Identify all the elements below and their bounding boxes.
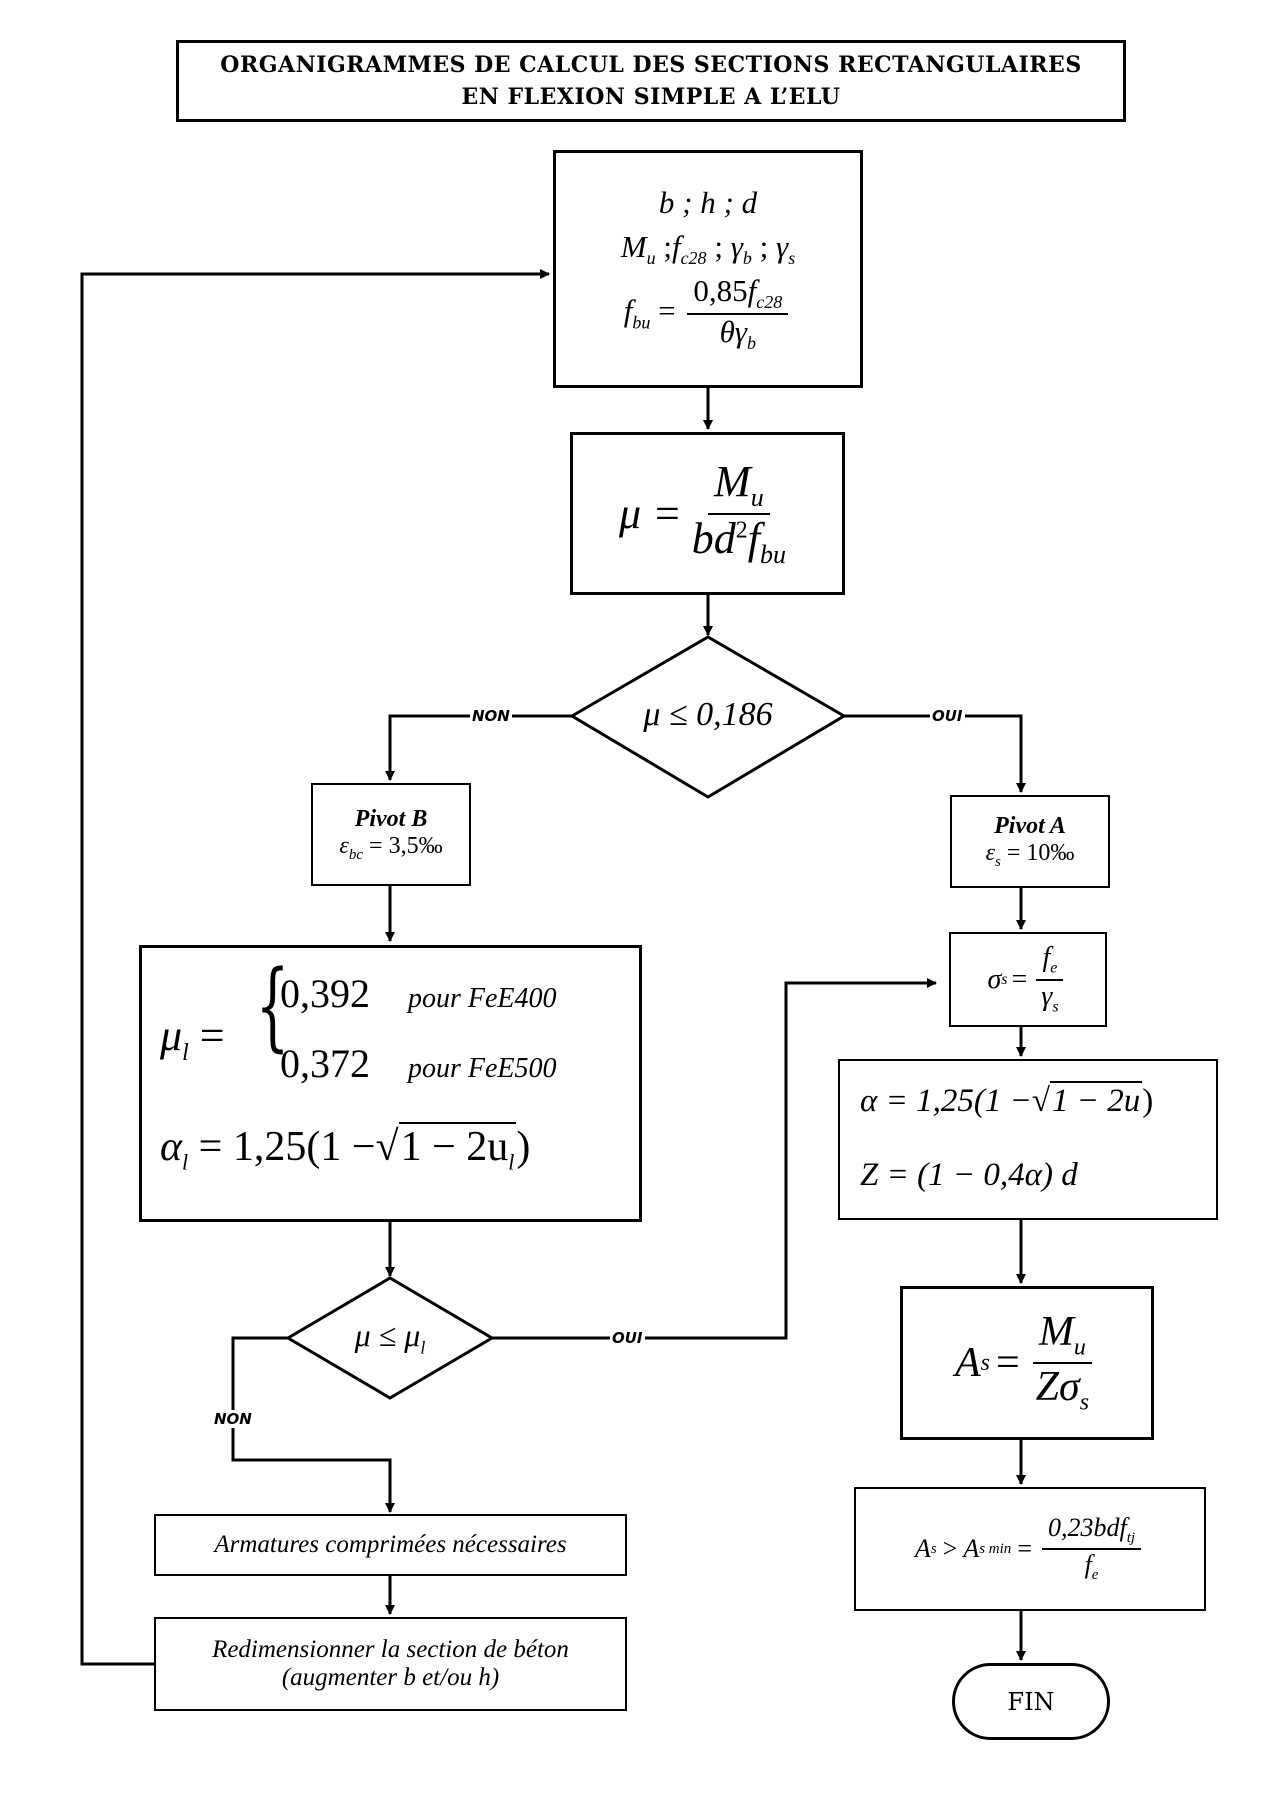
pivot-a-strain: εs = 10‰ [985,839,1075,870]
mu-limit-brace: { [255,950,290,1062]
alpha-limit-formula: αl = 1,25(1 −√1 − 2ul) [160,1122,531,1175]
arrow-decision1-no [385,714,572,781]
pivot-a-box: Pivot A εs = 10‰ [950,795,1110,888]
decision2-yes-label: OUI [610,1329,645,1347]
alpha-formula: α = 1,25(1 −√1 − 2u) [860,1081,1154,1119]
title-box: ORGANIGRAMMES DE CALCUL DES SECTIONS REC… [176,40,1126,122]
inputs-box: b ; h ; d Mu ;fc28 ; γb ; γs fbu = 0,85f… [553,150,863,388]
decision2-label: μ ≤ μl [354,1317,426,1358]
mu-limit-case2: 0,372 pour FeE500 [280,1041,557,1086]
pivot-b-title: Pivot B [354,805,428,832]
redim-line-1: Redimensionner la section de béton [212,1636,569,1663]
mu-limit-case1: 0,392 pour FeE400 [280,971,557,1016]
inputs-dims: b ; h ; d [658,184,758,220]
decision2-no-label: NON [212,1410,254,1428]
decision1-diamond [569,635,847,799]
pivot-a-title: Pivot A [994,812,1066,839]
mu-lhs: μ = [618,489,682,538]
alpha-z-box: α = 1,25(1 −√1 − 2u) Z = (1 − 0,4α) d [838,1059,1218,1220]
inputs-materials: Mu ;fc28 ; γb ; γs [620,228,796,269]
mu-calc-box: μ = Mu bd2fbu [570,432,845,595]
z-formula: Z = (1 − 0,4α) d [860,1157,1078,1193]
mu-limit-lhs: μl = [160,1011,225,1066]
decision1-yes-label: OUI [930,707,965,725]
arrow-decision1-yes [844,714,1026,793]
pivot-b-box: Pivot B εbc = 3,5‰ [311,783,471,886]
decision1-no-label: NON [470,707,512,725]
arrow-decision2-no [231,1336,395,1513]
decision2-diamond [285,1276,495,1400]
redim-line-2: (augmenter b et/ou h) [281,1664,500,1691]
armatures-box: Armatures comprimées nécessaires [154,1514,627,1576]
arrow-redim-loop [80,269,550,1666]
title-line-1: ORGANIGRAMMES DE CALCUL DES SECTIONS REC… [220,52,1082,78]
pivot-b-strain: εbc = 3,5‰ [339,832,443,863]
end-terminal: FIN [952,1663,1110,1740]
decision1-label: μ ≤ 0,186 [643,696,773,733]
fbu-formula: fbu = 0,85fc28 θγb [624,274,792,353]
title-line-2: EN FLEXION SIMPLE A L’ELU [461,84,841,110]
redim-box: Redimensionner la section de béton (augm… [154,1617,627,1711]
mu-limit-box: μl = { 0,392 pour FeE400 0,372 pour FeE5… [139,945,642,1222]
